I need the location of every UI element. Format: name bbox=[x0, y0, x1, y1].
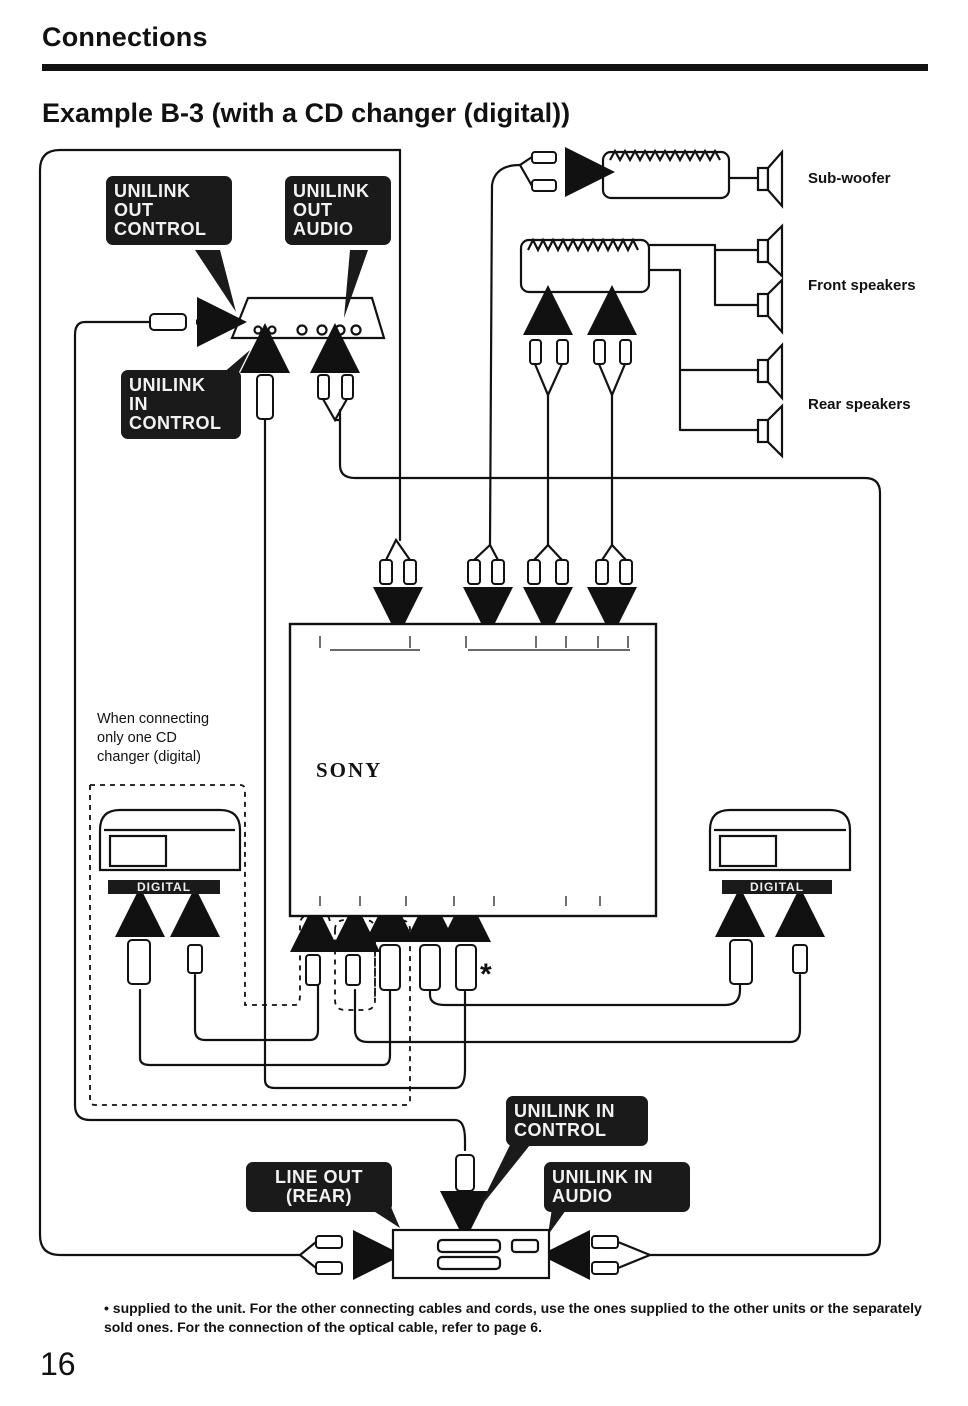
cd-changer-right bbox=[708, 808, 852, 872]
left-rca-wire bbox=[263, 418, 467, 1090]
rca-pair-analog-in bbox=[379, 559, 417, 585]
label-unilink-out-audio: UNILINK OUT AUDIO bbox=[285, 176, 391, 245]
sub-rca-plugs bbox=[531, 151, 557, 192]
control-cable bbox=[73, 320, 467, 1152]
front-rear-amp bbox=[519, 237, 651, 294]
control-plug-left bbox=[149, 313, 187, 331]
right-loop-wire bbox=[338, 408, 882, 1257]
title-rule bbox=[42, 64, 928, 71]
rca-pair-sub bbox=[467, 559, 505, 585]
digital-right-optical bbox=[353, 973, 802, 1044]
sub-out-y bbox=[473, 543, 499, 561]
label-rear-speakers: Rear speakers bbox=[808, 396, 911, 413]
front-speaker-1 bbox=[756, 223, 784, 279]
subwoofer-speaker bbox=[756, 149, 784, 209]
head-unit-rca-right bbox=[591, 1235, 619, 1275]
main-unit bbox=[288, 622, 658, 918]
front-speaker-wire bbox=[648, 243, 762, 307]
digital-right-cable bbox=[428, 973, 742, 1007]
rca-pair-unilink-audio bbox=[317, 374, 354, 400]
pointer-out-control bbox=[195, 250, 236, 312]
brand-logo: SONY bbox=[316, 758, 383, 782]
unilink-interface-box bbox=[230, 296, 386, 340]
digital-left-optical bbox=[193, 973, 320, 1042]
rear-out-y bbox=[601, 543, 627, 561]
main-unit-markings bbox=[319, 636, 630, 906]
rca-pair-amp-rear bbox=[593, 339, 632, 365]
rca-pair-rear bbox=[595, 559, 633, 585]
note-one-cd-changer: When connecting only one CD changer (dig… bbox=[97, 711, 210, 765]
front-speaker-2 bbox=[756, 277, 784, 335]
label-digital-right: DIGITAL bbox=[722, 880, 832, 894]
page-number: 16 bbox=[40, 1346, 76, 1382]
label-unilink-in-control-bottom: UNILINK IN CONTROL bbox=[506, 1096, 648, 1146]
label-unilink-out-control: UNILINK OUT CONTROL bbox=[106, 176, 232, 245]
pointer-out-audio bbox=[344, 250, 368, 318]
head-unit-left-rca-wire bbox=[298, 1241, 317, 1269]
label-subwoofer: Sub-woofer bbox=[808, 170, 891, 187]
sub-y bbox=[518, 156, 533, 187]
label-unilink-in-audio: UNILINK IN AUDIO bbox=[544, 1162, 690, 1212]
head-unit-right-rca-wire bbox=[617, 1240, 653, 1270]
label-line-out-rear: LINE OUT (REAR) bbox=[246, 1162, 392, 1212]
control-plug-top bbox=[256, 374, 274, 420]
unilink-audio-y bbox=[322, 398, 348, 423]
bottom-plugs bbox=[127, 939, 808, 1192]
example-title: Example B-3 (with a CD changer (digital)… bbox=[42, 98, 571, 128]
subwoofer-rca-wire bbox=[488, 163, 522, 547]
pointer-in-audio bbox=[548, 1208, 566, 1235]
rear-speaker-wire bbox=[648, 268, 762, 432]
head-unit-rca-left bbox=[315, 1235, 343, 1275]
label-unilink-in-control-top: UNILINK IN CONTROL bbox=[121, 370, 241, 439]
amp-y-rear bbox=[597, 363, 627, 398]
rca-pair-front bbox=[527, 559, 569, 585]
footnote: • supplied to the unit. For the other co… bbox=[104, 1300, 922, 1335]
front-out-y bbox=[533, 543, 563, 561]
analog-in-y bbox=[385, 537, 411, 561]
digital-left-cable bbox=[138, 988, 392, 1067]
subwoofer-amp bbox=[601, 148, 731, 200]
label-digital-left: DIGITAL bbox=[108, 880, 220, 894]
asterisk-mark: * bbox=[480, 958, 492, 991]
outer-loop-wire bbox=[38, 148, 402, 1257]
rear-speaker-1 bbox=[756, 342, 784, 401]
dashed-outline bbox=[89, 784, 411, 1106]
amp-y-front bbox=[533, 363, 564, 398]
rear-speaker-2 bbox=[756, 403, 784, 459]
cd-changer-left bbox=[98, 808, 242, 872]
section-title: Connections bbox=[42, 22, 208, 52]
label-front-speakers: Front speakers bbox=[808, 277, 916, 294]
pointer-bottom-control bbox=[478, 1145, 530, 1210]
head-unit bbox=[391, 1228, 551, 1280]
rca-pair-amp-front bbox=[529, 339, 569, 365]
